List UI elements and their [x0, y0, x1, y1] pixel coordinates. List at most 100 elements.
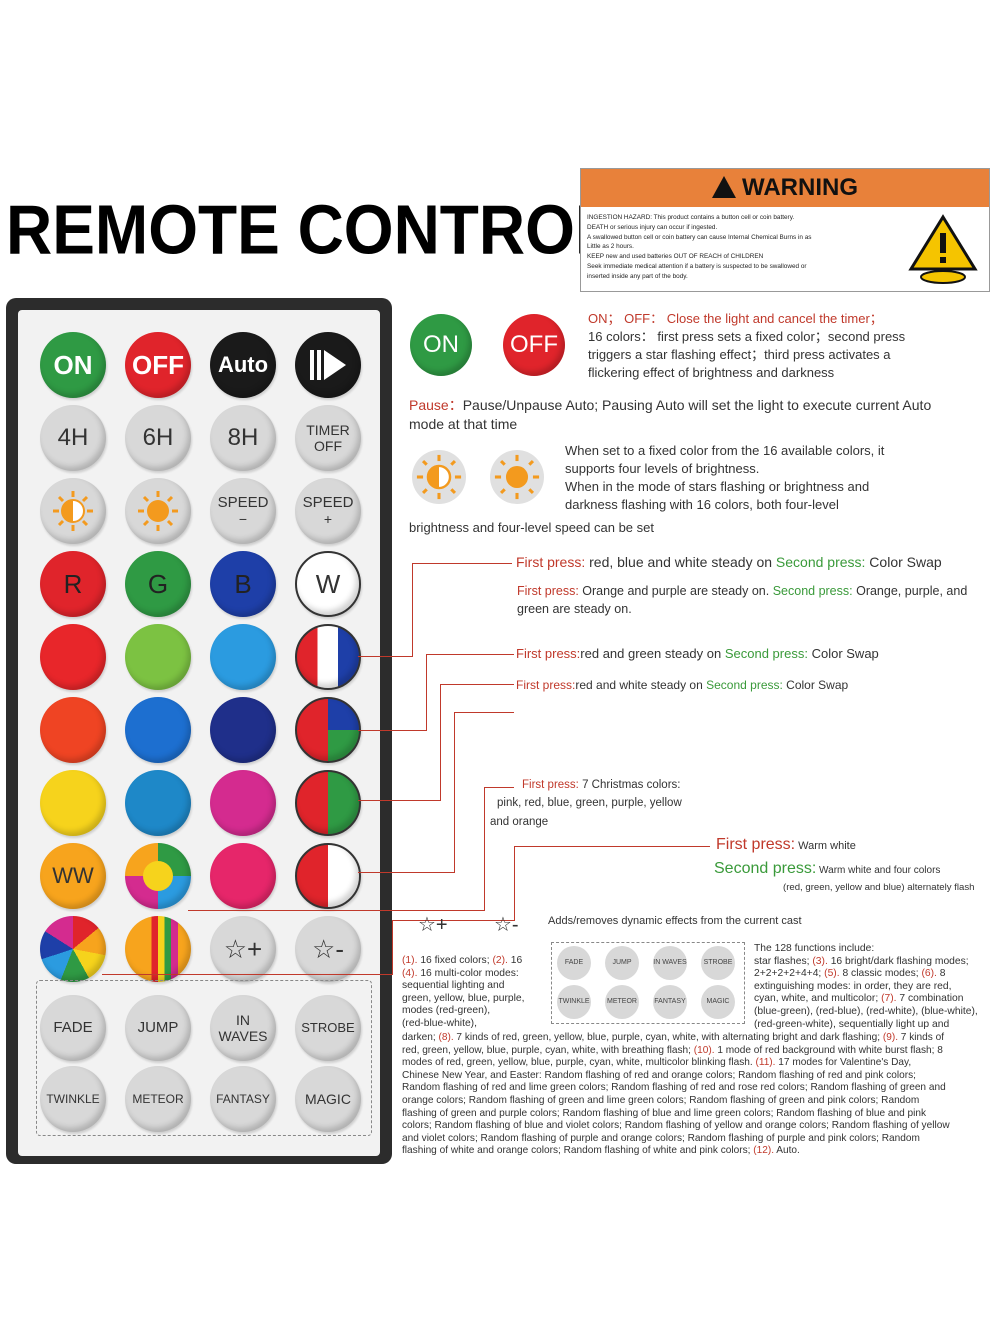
callout-text: Orange and purple are steady on. [578, 584, 773, 598]
fantasy-label: FANTASY [216, 1092, 270, 1106]
in-label: IN [236, 1012, 250, 1028]
star-minus-label: ☆- [312, 933, 344, 964]
fade-button[interactable]: FADE [40, 995, 106, 1061]
strobe-button[interactable]: STROBE [295, 995, 361, 1061]
function-index: (8). [438, 1032, 454, 1043]
second-press-label: Second press: [714, 860, 817, 877]
star-minus-button[interactable]: ☆- [295, 916, 361, 982]
timer-6h-label: 6H [142, 424, 174, 451]
color-button-sky[interactable] [210, 624, 276, 690]
color-button-red-white-blue[interactable] [295, 624, 361, 690]
timer-4h-button[interactable]: 4H [40, 405, 106, 471]
warning-header: WARNING [581, 169, 989, 207]
meteor-button[interactable]: METEOR [125, 1066, 191, 1132]
multicolor-button[interactable] [40, 916, 106, 982]
callout-line [392, 920, 393, 975]
brightness-down-button[interactable] [40, 478, 106, 544]
function-text: 16 fixed colors; [417, 955, 493, 966]
brightness-line: When in the mode of stars flashing or br… [565, 479, 870, 494]
first-press-label: First press: [716, 836, 796, 853]
function-text: sequential lighting and [402, 980, 505, 992]
blue-button[interactable]: B [210, 551, 276, 617]
callout-line [412, 563, 512, 564]
function-text: Auto. [774, 1145, 800, 1157]
mini-meteor: METEOR [605, 985, 639, 1019]
off-illustration-label: OFF [510, 331, 558, 358]
auto-button[interactable]: Auto [210, 332, 276, 398]
battery-warning-icon [908, 214, 978, 284]
on-button[interactable]: ON [40, 332, 106, 398]
brightness-half-icon [53, 491, 93, 531]
callout-text: Orange, purple, and [852, 584, 968, 598]
mini-fantasy: FANTASY [653, 985, 687, 1019]
function-text: (blue-green), (red-blue), (red-white), (… [754, 1005, 978, 1017]
callout-line [358, 800, 440, 801]
magic-button[interactable]: MAGIC [295, 1066, 361, 1132]
color-button-orange-red[interactable] [40, 697, 106, 763]
christmas-button[interactable] [125, 843, 191, 909]
timer-6h-button[interactable]: 6H [125, 405, 191, 471]
pause-button[interactable] [295, 332, 361, 398]
fantasy-button[interactable]: FANTASY [210, 1066, 276, 1132]
star-plus-button[interactable]: ☆+ [210, 916, 276, 982]
color-button-magenta[interactable] [210, 770, 276, 836]
star-plus-label: ☆+ [223, 933, 263, 964]
first-press-label: First press: [516, 554, 586, 570]
warning-line: Seek immediate medical attention if a ba… [587, 262, 807, 270]
warm-white-button[interactable]: WW [40, 843, 106, 909]
callout-line [358, 872, 454, 873]
stripe-button[interactable] [125, 916, 191, 982]
off-button[interactable]: OFF [125, 332, 191, 398]
color-button-red-green[interactable] [295, 770, 361, 836]
brightness-up-button[interactable] [125, 478, 191, 544]
function-text: 8 classic modes; [839, 968, 922, 980]
callout-line [426, 654, 427, 731]
brightness-line: When set to a fixed color from the 16 av… [565, 443, 885, 458]
callout-text: pink, red, blue, green, purple, yellow [497, 797, 682, 809]
speed-down-button[interactable]: SPEED− [210, 478, 276, 544]
function-index: (7). [881, 993, 897, 1005]
callout-line [426, 654, 514, 655]
color-button-red[interactable] [40, 624, 106, 690]
function-text: 7 kinds of [898, 1032, 945, 1043]
color-button-red-white[interactable] [295, 843, 361, 909]
callout-line [514, 846, 515, 921]
green-label: G [147, 568, 169, 599]
jump-button[interactable]: JUMP [125, 995, 191, 1061]
color-button-navy[interactable] [210, 697, 276, 763]
color-button-pink[interactable] [210, 843, 276, 909]
twinkle-button[interactable]: TWINKLE [40, 1066, 106, 1132]
mini-twinkle: TWINKLE [557, 985, 591, 1019]
color-button-lime[interactable] [125, 624, 191, 690]
color-button-yellow[interactable] [40, 770, 106, 836]
timer-8h-button[interactable]: 8H [210, 405, 276, 471]
speed-up-button[interactable]: SPEED+ [295, 478, 361, 544]
function-index: (2). [492, 955, 508, 966]
play-pause-icon [310, 350, 346, 380]
callout-1: First press: red, blue and white steady … [516, 553, 996, 571]
white-button[interactable]: W [295, 551, 361, 617]
red-button[interactable]: R [40, 551, 106, 617]
callout-text: red and green steady on [580, 646, 725, 661]
onoff-description: ON； OFF： Close the light and cancel the … [588, 310, 988, 382]
callout-line [514, 846, 710, 847]
callout-3: First press:red and green steady on Seco… [516, 645, 986, 663]
brightness-line: supports four levels of brightness. [565, 461, 760, 476]
function-text: 1 mode of red background with white burs… [714, 1044, 943, 1056]
callout-line [484, 787, 485, 911]
color-button-cyan[interactable] [125, 770, 191, 836]
timer-4h-label: 4H [57, 424, 89, 451]
function-text: colors; Random flashing of blue and viol… [402, 1120, 950, 1132]
pause-text-2: mode at that time [409, 416, 518, 432]
brightness-full-icon [138, 491, 178, 531]
green-button[interactable]: G [125, 551, 191, 617]
color-button-blue[interactable] [125, 697, 191, 763]
color-button-multi[interactable] [295, 697, 361, 763]
meteor-label: METEOR [132, 1092, 184, 1106]
pause-label: Pause： [409, 397, 463, 413]
onoff-line-text: ON； OFF： Close the light and cancel the … [588, 311, 883, 326]
callout-text: Color Swap [865, 554, 942, 570]
